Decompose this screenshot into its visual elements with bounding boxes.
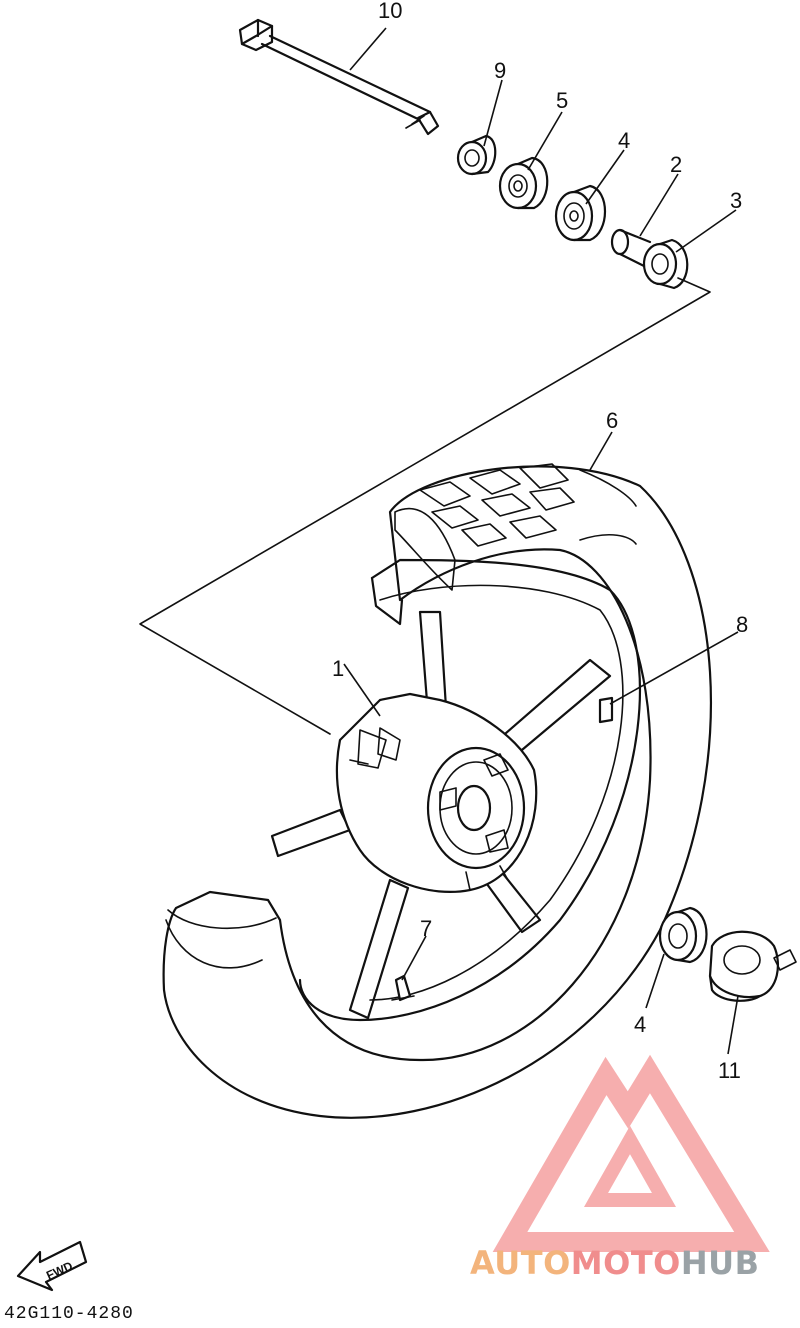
callout-1: 1 [332,656,344,681]
watermark-hub: HUB [680,1244,760,1282]
callout-labels: 10 9 5 4 2 3 6 8 1 7 4 11 [332,0,748,1083]
bearing-part-4-lower [658,906,708,964]
watermark-auto: AUTO [470,1244,571,1282]
diagram-code: 42G110-4280 [4,1304,134,1324]
axle-part [238,18,440,136]
callout-9: 9 [494,58,506,83]
forward-arrow-icon: FWD [16,1240,88,1292]
cast-wheel-part [270,558,642,1022]
collar-part [456,134,497,176]
meter-gear-unit-part [708,930,797,1002]
callout-8: 8 [736,612,748,637]
callout-11: 11 [718,1058,741,1083]
callout-4-lower: 4 [634,1012,646,1037]
oil-seal-part [642,238,689,290]
spacer-part [610,228,652,270]
bearing-part-4-upper [554,184,607,242]
watermark-wordmark: AUTOMOTOHUB [470,1244,800,1282]
callout-7: 7 [420,916,432,941]
watermark-logo-icon [492,1054,770,1252]
callout-5: 5 [556,88,568,113]
callout-2: 2 [670,152,682,177]
callout-6: 6 [606,408,618,433]
callout-4-upper: 4 [618,128,630,153]
bearing-part-5 [498,156,549,210]
tire-part [162,463,713,1119]
callout-10: 10 [378,0,402,23]
watermark-moto: MOTO [570,1244,681,1282]
callout-3: 3 [730,188,742,213]
assembly-guide-line [139,277,711,735]
leader-lines [343,27,739,1055]
